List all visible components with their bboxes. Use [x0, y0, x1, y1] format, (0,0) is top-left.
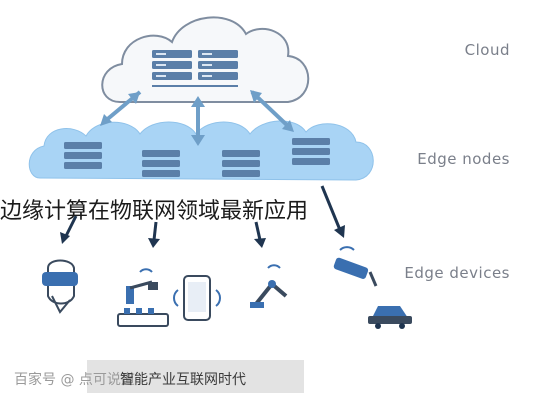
edge-server-2-icon	[142, 150, 180, 177]
car-icon	[368, 306, 412, 329]
edge-server-4-icon	[292, 138, 330, 165]
cloud-server-right-icon	[198, 50, 238, 80]
watermark-left-text: 百家号 @ 点可说道	[14, 372, 135, 388]
sync-arrows	[100, 90, 294, 146]
caption-title: 边缘计算在物联网领域最新应用	[0, 199, 309, 224]
edge-devices-label: Edge devices	[404, 264, 510, 282]
smartphone-icon	[173, 275, 221, 321]
robot-arm-icon	[250, 264, 288, 308]
watermark-background	[87, 360, 304, 393]
vr-headset-icon	[42, 259, 78, 314]
edge-server-3-icon	[222, 150, 260, 177]
security-camera-icon	[333, 246, 378, 287]
device-arrows	[60, 185, 345, 248]
cloud-shape	[101, 16, 310, 103]
cloud-label: Cloud	[464, 41, 510, 59]
edge-server-1-icon	[64, 142, 102, 169]
watermark-right-text: 智能产业互联网时代	[120, 372, 246, 388]
edge-nodes-label: Edge nodes	[417, 150, 510, 168]
assembly-robot-icon	[117, 268, 169, 327]
cloud-server-left-icon	[152, 50, 192, 80]
